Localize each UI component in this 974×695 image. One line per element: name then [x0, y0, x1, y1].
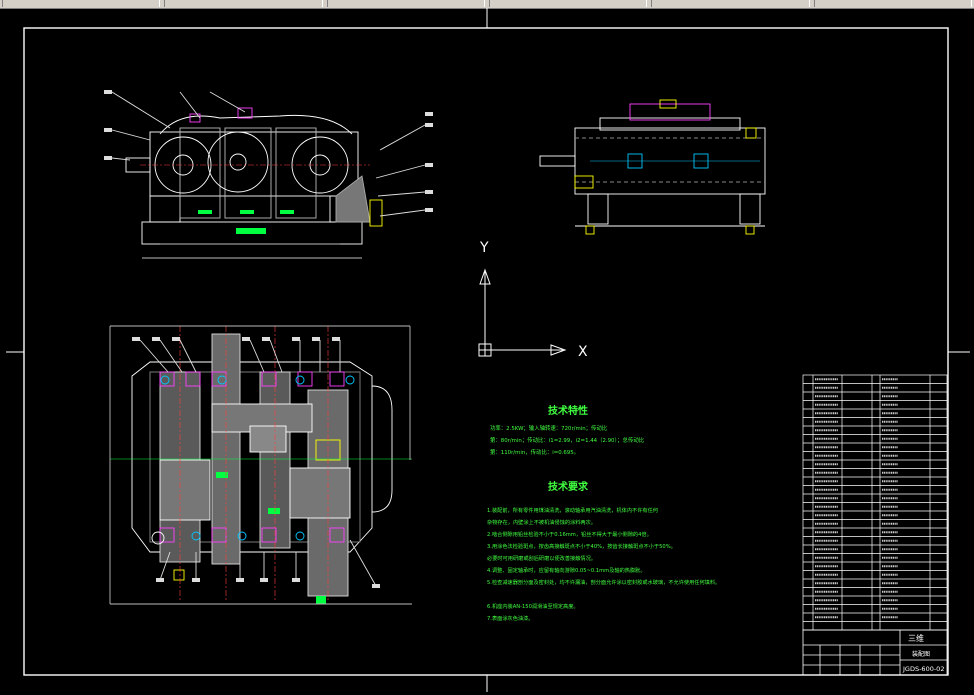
- tech-requirement-line: 5.检查减速器剖分面及密封处，均不许漏油，剖分面允许涂以密封胶或水玻璃，不允许使…: [487, 578, 720, 586]
- tech-requirement-line: 6.机座内装AN-150润滑油至规定高度。: [487, 602, 579, 610]
- tech-requirement-line: 7.表面涂灰色油漆。: [487, 614, 533, 622]
- toolbar-segment[interactable]: [326, 0, 485, 7]
- title-block-drawing-number: JGDS-600-02: [902, 665, 944, 673]
- toolbar-segment[interactable]: [2, 0, 161, 7]
- toolbar-segment[interactable]: [651, 0, 810, 7]
- title-block: [802, 629, 948, 676]
- tech-specs-line: 功率：2.5KW；输入轴转速：720r/min；传动比: [490, 424, 608, 432]
- cad-drawing-canvas[interactable]: Y X: [0, 8, 974, 695]
- parts-list-table: [802, 374, 948, 631]
- ucs-y-label: Y: [479, 240, 489, 256]
- tech-specs-line: 第：110r/min，传动比：i=0.695。: [490, 448, 579, 456]
- tech-requirement-line: 2.啮合侧隙用铅丝检验不小于0.16mm，铅丝不得大于最小侧隙的4倍。: [487, 530, 652, 538]
- tech-specs-line: 第：80r/min；传动比：i1=2.99，i2=1.44（2.90）；总传动比: [490, 436, 645, 444]
- section-view: [109, 325, 412, 605]
- tech-specs-block: 技术特性 功率：2.5KW；输入轴转速：720r/min；传动比 第：80r/m…: [490, 404, 645, 456]
- tech-requirement-line: 4.调整、固定轴承时，应留有轴向游隙0.05~0.1mm及轴的热膨胀。: [487, 566, 646, 574]
- tech-requirements-block: 技术要求 1.装配前，所有零件用煤油清洗，滚动轴承用汽油清洗，机体内不许有任何 …: [487, 480, 720, 622]
- side-view: [539, 99, 766, 235]
- tech-requirement-line: 必要时可用研磨或刮后研磨以便改善接触情况。: [487, 554, 596, 562]
- front-view: [104, 90, 433, 259]
- tech-requirements-title: 技术要求: [548, 480, 589, 493]
- ucs-icon: [478, 268, 567, 357]
- title-block-name: 三维: [908, 633, 924, 643]
- title-block-label: 装配图: [912, 650, 930, 658]
- tech-requirement-line: 杂物存在，内壁涂上不被机油侵蚀的涂料两次。: [487, 518, 596, 526]
- tech-requirement-line: 3.用涂色法检验斑点，按齿高接触斑点不小于40%，按齿长接触斑点不小于50%。: [487, 542, 676, 550]
- toolbar-segment[interactable]: [489, 0, 648, 7]
- tech-requirement-line: 1.装配前，所有零件用煤油清洗，滚动轴承用汽油清洗，机体内不许有任何: [487, 506, 658, 514]
- drawing-frame: [6, 8, 970, 692]
- ucs-x-label: X: [578, 344, 588, 360]
- toolbar-segment[interactable]: [164, 0, 323, 7]
- tech-specs-title: 技术特性: [548, 404, 588, 417]
- toolbar-segment[interactable]: [813, 0, 972, 7]
